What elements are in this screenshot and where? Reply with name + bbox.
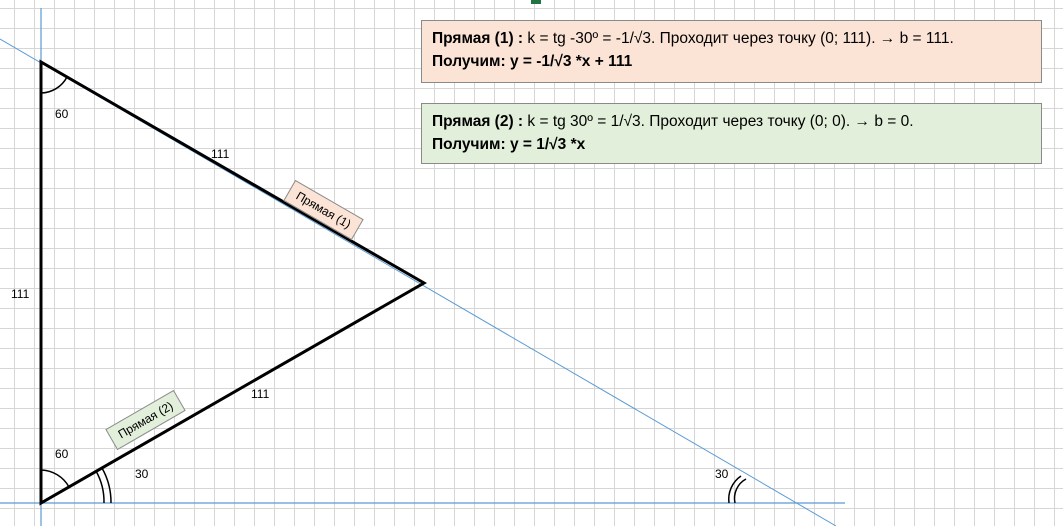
line-1-name: Прямая (1) : bbox=[432, 30, 524, 47]
angle-label-30-right: 30 bbox=[715, 467, 729, 481]
sheet-tab-marker bbox=[531, 0, 541, 4]
line-2-info-box: Прямая (2) : k = tg 30º = 1/√3. Проходит… bbox=[421, 103, 1042, 164]
angle-arc-30-right-inner bbox=[733, 478, 747, 504]
angle-label-bottom: 60 bbox=[55, 447, 69, 461]
line-2-formula: Прямая (2) : k = tg 30º = 1/√3. Проходит… bbox=[432, 110, 1031, 133]
line-2-result-label: Получим: bbox=[432, 136, 506, 153]
angle-arc-30-right-outer bbox=[727, 475, 742, 504]
line-2-formula-text: k = tg 30º = 1/√3. Проходит через точку … bbox=[527, 113, 914, 130]
angle-arc-top bbox=[40, 76, 68, 94]
line-2-result-eq: y = 1/√3 *x bbox=[509, 136, 586, 153]
line-2-name: Прямая (2) : bbox=[432, 113, 524, 130]
side-label-vertical: 111 bbox=[11, 287, 30, 301]
line-2-result: Получим: y = 1/√3 *x bbox=[432, 133, 1031, 156]
line-1-formula: Прямая (1) : k = tg -30º = -1/√3. Проход… bbox=[432, 27, 1031, 50]
line-1-result-label: Получим: bbox=[432, 53, 506, 70]
side-label-upper: 111 bbox=[211, 147, 230, 161]
angle-label-top: 60 bbox=[55, 107, 69, 121]
triangle bbox=[39, 59, 428, 506]
angle-arc-30-left-outer bbox=[101, 467, 112, 504]
angle-arc-bottom bbox=[40, 469, 70, 488]
side-label-lower: 111 bbox=[251, 387, 270, 401]
angle-arc-30-left-inner bbox=[95, 470, 105, 504]
line-1-result: Получим: y = -1/√3 *x + 111 bbox=[432, 50, 1031, 73]
line-1-formula-text: k = tg -30º = -1/√3. Проходит через точк… bbox=[527, 30, 954, 47]
line-1-result-eq: y = -1/√3 *x + 111 bbox=[509, 53, 633, 70]
line-1-info-box: Прямая (1) : k = tg -30º = -1/√3. Проход… bbox=[421, 20, 1042, 83]
angle-label-30-left: 30 bbox=[135, 467, 149, 481]
